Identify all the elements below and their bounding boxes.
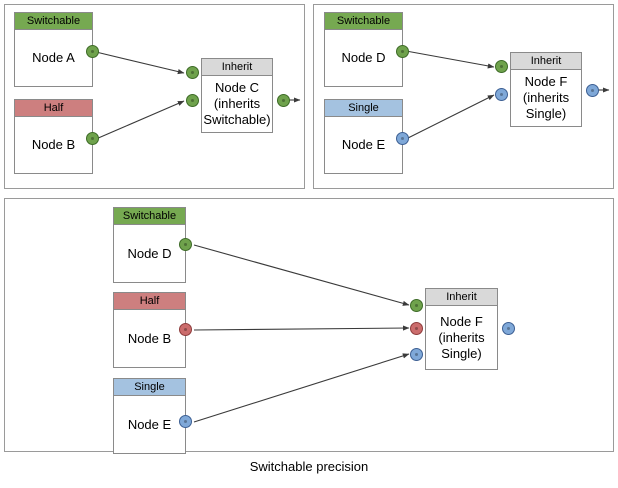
node-f-top-header: Inherit [511,53,581,70]
node-c-header: Inherit [202,59,272,76]
node-d-bottom-header: Switchable [114,208,185,225]
node-e-top-label: Node E [341,137,386,152]
node-b-label: Node B [31,137,76,152]
panel-bottom [4,198,614,452]
node-f-top-output-port[interactable] [586,84,599,97]
node-e-bottom-output-port[interactable] [179,415,192,428]
node-c-input-port-1[interactable] [186,66,199,79]
node-f-bottom-input-port-2[interactable] [410,322,423,335]
node-e-top-output-port[interactable] [396,132,409,145]
node-b[interactable]: Half Node B [14,99,93,174]
node-c-output-port[interactable] [277,94,290,107]
node-b-bottom[interactable]: Half Node B [113,292,186,368]
node-f-bottom-label: Node F (inherits Single) [438,313,485,361]
node-a-output-port[interactable] [86,45,99,58]
node-b-output-port[interactable] [86,132,99,145]
node-f-bottom[interactable]: Inherit Node F (inherits Single) [425,288,498,370]
node-f-top[interactable]: Inherit Node F (inherits Single) [510,52,582,127]
node-e-top-header: Single [325,100,402,117]
node-e-bottom-header: Single [114,379,185,396]
node-f-bottom-input-port-3[interactable] [410,348,423,361]
node-a[interactable]: Switchable Node A [14,12,93,87]
node-d-bottom-label: Node D [127,245,172,261]
node-c[interactable]: Inherit Node C (inherits Switchable) [201,58,273,133]
node-f-bottom-output-port[interactable] [502,322,515,335]
node-b-bottom-label: Node B [127,330,172,346]
node-a-header: Switchable [15,13,92,30]
node-e-top[interactable]: Single Node E [324,99,403,174]
node-b-header: Half [15,100,92,117]
node-f-top-input-port-2[interactable] [495,88,508,101]
node-d-bottom-output-port[interactable] [179,238,192,251]
node-f-top-input-port-1[interactable] [495,60,508,73]
node-d-top-header: Switchable [325,13,402,30]
node-d-top-label: Node D [341,50,386,65]
node-d-top[interactable]: Switchable Node D [324,12,403,87]
node-f-bottom-input-port-1[interactable] [410,299,423,312]
node-f-bottom-header: Inherit [426,289,497,306]
node-c-label: Node C (inherits Switchable) [203,80,271,127]
node-d-bottom[interactable]: Switchable Node D [113,207,186,283]
node-e-bottom-label: Node E [127,416,172,432]
node-f-top-label: Node F (inherits Single) [522,74,570,121]
diagram-caption: Switchable precision [249,459,369,474]
node-b-bottom-output-port[interactable] [179,323,192,336]
node-c-input-port-2[interactable] [186,94,199,107]
node-d-top-output-port[interactable] [396,45,409,58]
node-b-bottom-header: Half [114,293,185,310]
node-a-label: Node A [32,50,75,65]
node-e-bottom[interactable]: Single Node E [113,378,186,454]
